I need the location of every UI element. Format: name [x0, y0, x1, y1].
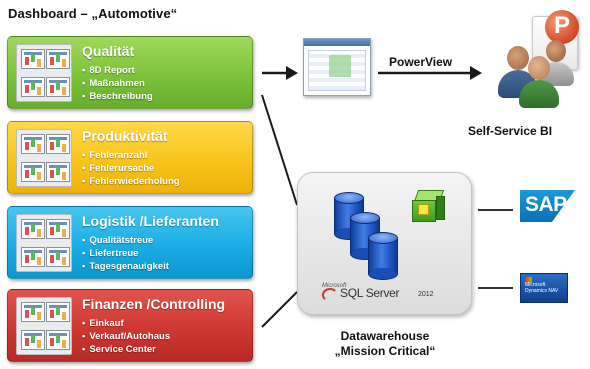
card-qualitaet[interactable]: Qualität 8D Report Maßnahmen Beschreibun…: [7, 36, 253, 109]
card-item: Fehlerwiederholung: [82, 175, 179, 188]
sap-logo-text: SAP: [525, 193, 567, 216]
card-item: Verkauf/Autohaus: [82, 330, 170, 343]
card-title: Logistik /Lieferanten: [82, 213, 219, 229]
card-finanzen[interactable]: Finanzen /Controlling Einkauf Verkauf/Au…: [7, 289, 253, 362]
card-item: Tagesgenauigkeit: [82, 260, 169, 273]
card-item: 8D Report: [82, 64, 153, 77]
datawarehouse-line2: „Mission Critical“: [334, 344, 436, 358]
card-logistik[interactable]: Logistik /Lieferanten Qualitätstreue Lie…: [7, 206, 253, 279]
dashboard-thumbnail-icon: [16, 214, 72, 272]
card-item: Liefertreue: [82, 247, 169, 260]
powerpoint-icon: [545, 10, 579, 44]
sap-logo: SAP: [520, 190, 575, 222]
card-item: Qualitätstreue: [82, 234, 169, 247]
datawarehouse-label: Datawarehouse „Mission Critical“: [315, 329, 455, 359]
dashboard-thumbnail-icon: [16, 297, 72, 355]
sql-version: 2012: [418, 291, 434, 298]
sql-name: SQL Server: [340, 286, 400, 300]
sql-vendor: Microsoft: [322, 283, 347, 289]
card-item: Einkauf: [82, 317, 170, 330]
card-produktivitaet[interactable]: Produktivität Fehleranzahl Fehlerursache…: [7, 121, 253, 194]
cube-icon: [412, 190, 446, 224]
card-item: Beschreibung: [82, 90, 152, 103]
card-item: Maßnahmen: [82, 77, 153, 90]
powerview-label: PowerView: [389, 55, 453, 69]
dashboard-thumbnail-icon: [16, 129, 72, 187]
card-item-list: Qualitätstreue Liefertreue Tagesgenauigk…: [82, 234, 169, 273]
connector-bottom-line: [261, 291, 298, 328]
card-item-list: Fehleranzahl Fehlerursache Fehlerwiederh…: [82, 149, 180, 188]
card-item-list: Einkauf Verkauf/Autohaus Service Center: [82, 317, 170, 356]
arrow-powerview-head: [470, 66, 482, 80]
self-service-bi-label: Self-Service BI: [468, 124, 553, 138]
page-title: Dashboard – „Automotive“: [8, 6, 178, 21]
dashboard-thumbnail-icon: [16, 44, 72, 102]
card-item-list: 8D Report Maßnahmen Beschreibung: [82, 64, 153, 103]
connector-top-line: [261, 94, 298, 206]
datawarehouse-line1: Datawarehouse: [340, 329, 430, 343]
card-title: Produktivität: [82, 128, 168, 144]
report-screenshot-icon: [303, 38, 371, 96]
arrow-to-report-head: [286, 66, 298, 80]
sql-swirl-icon: [322, 288, 338, 302]
card-item: Fehlerursache: [82, 162, 180, 175]
database-icon: [368, 232, 398, 280]
card-item: Fehleranzahl: [82, 149, 180, 162]
ms-dynamics-text: Microsoft Dynamics NAV: [525, 282, 559, 294]
card-title: Finanzen /Controlling: [82, 296, 226, 312]
card-item: Service Center: [82, 343, 170, 356]
card-title: Qualität: [82, 43, 135, 59]
ms-dynamics-logo: Microsoft Dynamics NAV: [520, 273, 568, 303]
